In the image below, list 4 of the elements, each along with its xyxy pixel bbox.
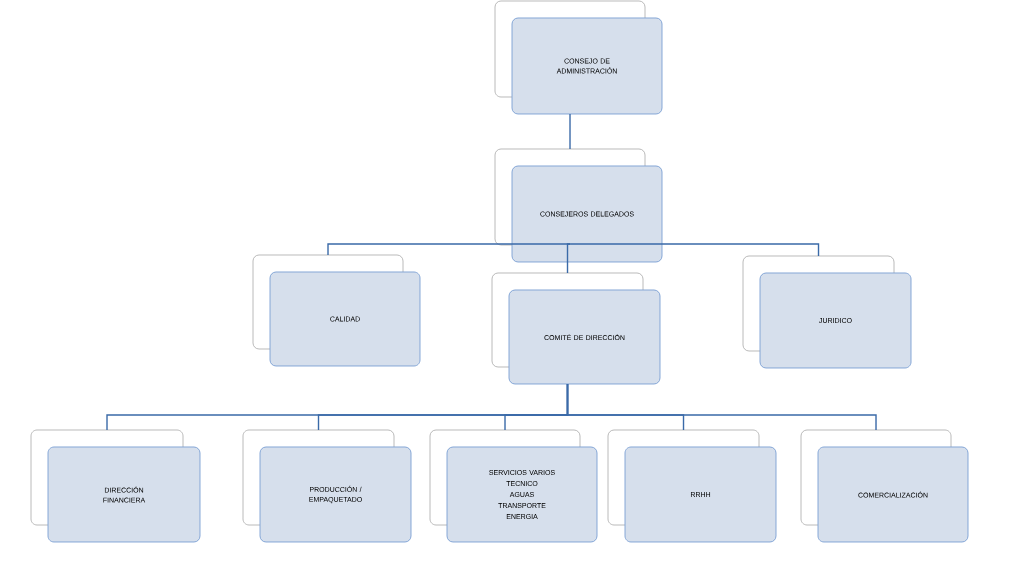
connector-line xyxy=(569,243,820,257)
connector-line xyxy=(566,383,877,431)
connector-line xyxy=(566,243,571,274)
connector-line xyxy=(569,113,571,150)
